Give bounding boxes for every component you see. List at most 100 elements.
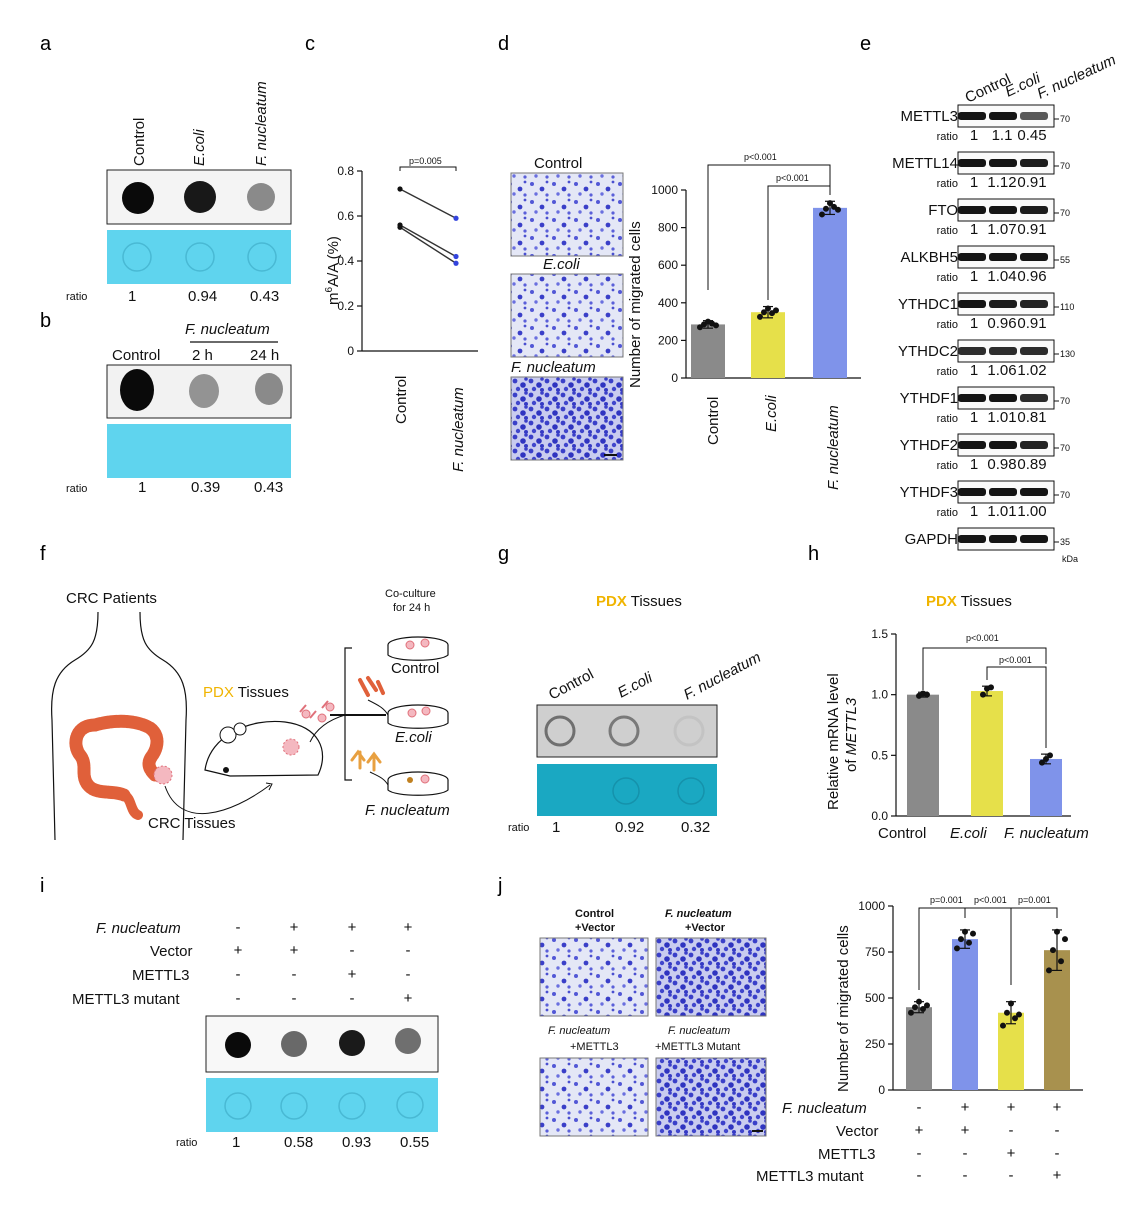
- lane-label: Control: [131, 118, 148, 166]
- tissue-fragment: [407, 708, 417, 718]
- ratio-label: ratio: [66, 483, 87, 495]
- culture-dish: [387, 704, 449, 729]
- y-tick-label: 1000: [651, 183, 678, 197]
- coculture-label: Co-culture: [385, 588, 436, 600]
- image-label: +METTL3 Mutant: [655, 1041, 740, 1053]
- dot-blot-spot: [281, 1031, 307, 1057]
- panel-h: PDX Tissues Relative mRNA level of METTL…: [825, 593, 1089, 842]
- significance-bracket: [986, 666, 1047, 748]
- y-axis-label: Number of migrated cells: [627, 221, 644, 388]
- ratio-label: ratio: [176, 1137, 197, 1149]
- bacteria-dot: [407, 777, 413, 783]
- y-tick-label: 0.5: [871, 748, 888, 762]
- condition-sign: +: [961, 1122, 970, 1139]
- condition-sign: -: [292, 990, 297, 1007]
- y-tick-label: 600: [658, 258, 678, 272]
- panel-label-c: c: [305, 33, 315, 55]
- ratio-value: 0.98: [987, 456, 1016, 473]
- image-label: F. nucleatum: [668, 1025, 730, 1037]
- data-point: [765, 305, 771, 312]
- y-tick-label: 400: [658, 296, 678, 310]
- ratio-value: 1: [970, 221, 978, 238]
- protein-label: YTHDF1: [900, 390, 958, 407]
- ratio-label: ratio: [937, 131, 958, 143]
- condition-sign: -: [1009, 1122, 1014, 1139]
- ratio-value: 1: [970, 268, 978, 285]
- protein-band: [989, 488, 1017, 496]
- condition-label: Vector: [836, 1123, 879, 1140]
- condition-sign: -: [236, 990, 241, 1007]
- condition-sign: +: [348, 966, 357, 983]
- condition-sign: +: [348, 919, 357, 936]
- methylene-spot: [677, 777, 705, 805]
- protein-band: [989, 206, 1017, 214]
- data-point: [958, 936, 964, 943]
- arrow-head: [265, 782, 273, 791]
- kda-marker: 70: [1060, 443, 1070, 453]
- kda-marker: 35: [1060, 537, 1070, 547]
- lane-label: Control: [546, 666, 597, 704]
- condition-sign: -: [917, 1145, 922, 1162]
- lane-label: F. nucleatum: [1035, 51, 1119, 102]
- protein-band: [958, 112, 986, 120]
- data-point: [908, 1009, 914, 1016]
- condition-sign: +: [234, 942, 243, 959]
- ratio-value: 1.02: [1017, 362, 1046, 379]
- panel-a: Control E.coli F. nucleatum ratio 1 0.94…: [66, 81, 292, 305]
- image-label: Control: [534, 155, 582, 172]
- data-point: [823, 205, 829, 212]
- dot-blot-spot: [189, 374, 219, 408]
- p-value: p=0.005: [409, 156, 442, 166]
- migration-image: [655, 1057, 767, 1137]
- ratio-value: 0.89: [1017, 456, 1046, 473]
- data-point: [1050, 947, 1056, 954]
- panel-label-f: f: [40, 543, 46, 565]
- ratio-label: ratio: [937, 319, 958, 331]
- protein-label: METTL14: [892, 155, 958, 172]
- panel-d: Control E.coli F. nucleatum Number of mi…: [510, 152, 861, 490]
- protein-band: [1020, 300, 1048, 308]
- colon-illustration: [69, 718, 131, 802]
- panel-label-h: h: [808, 543, 819, 565]
- kda-unit: kDa: [1062, 554, 1078, 564]
- dot-blot-spot: [339, 1030, 365, 1056]
- data-point: [827, 200, 833, 207]
- data-point: [1016, 1011, 1022, 1018]
- panel-title-text: Tissues: [627, 593, 682, 610]
- protein-band: [989, 300, 1017, 308]
- bar: [907, 694, 939, 816]
- data-point: [962, 928, 968, 935]
- condition-sign: +: [290, 942, 299, 959]
- bar: [691, 324, 725, 378]
- condition-label: Vector: [150, 943, 193, 960]
- data-point: [988, 684, 994, 691]
- condition-sign: -: [1055, 1122, 1060, 1139]
- x-tick-label: Control: [705, 397, 722, 445]
- ratio-value: 1.12: [987, 174, 1016, 191]
- tissue-fragment: [301, 709, 311, 719]
- mouse-ear: [219, 726, 237, 744]
- migration-image: [539, 1057, 649, 1137]
- condition-header: F. nucleatum: [185, 321, 270, 338]
- data-point: [757, 313, 763, 320]
- dot-blot-spot: [225, 1032, 251, 1058]
- image-label: F. nucleatum: [665, 908, 732, 920]
- protein-band: [1020, 206, 1048, 214]
- migration-image: [655, 937, 767, 1017]
- condition-sign: +: [290, 919, 299, 936]
- y-tick-label: 800: [658, 221, 678, 235]
- condition-sign: +: [1007, 1099, 1016, 1116]
- condition-sign: -: [963, 1167, 968, 1184]
- x-tick-label: F. nucleatum: [825, 405, 842, 490]
- ratio-value: 1.01: [987, 503, 1016, 520]
- bar: [751, 312, 785, 378]
- migration-image: [510, 273, 624, 358]
- panel-b: F. nucleatum Control 2 h 24 h ratio 1 0.…: [66, 321, 292, 496]
- tissue-fragments: [299, 700, 329, 719]
- y-tick-label: 0.8: [337, 164, 354, 178]
- panel-label-i: i: [40, 875, 44, 897]
- y-tick-label: 0.4: [337, 254, 354, 268]
- data-point: [453, 215, 459, 221]
- kda-marker: 70: [1060, 161, 1070, 171]
